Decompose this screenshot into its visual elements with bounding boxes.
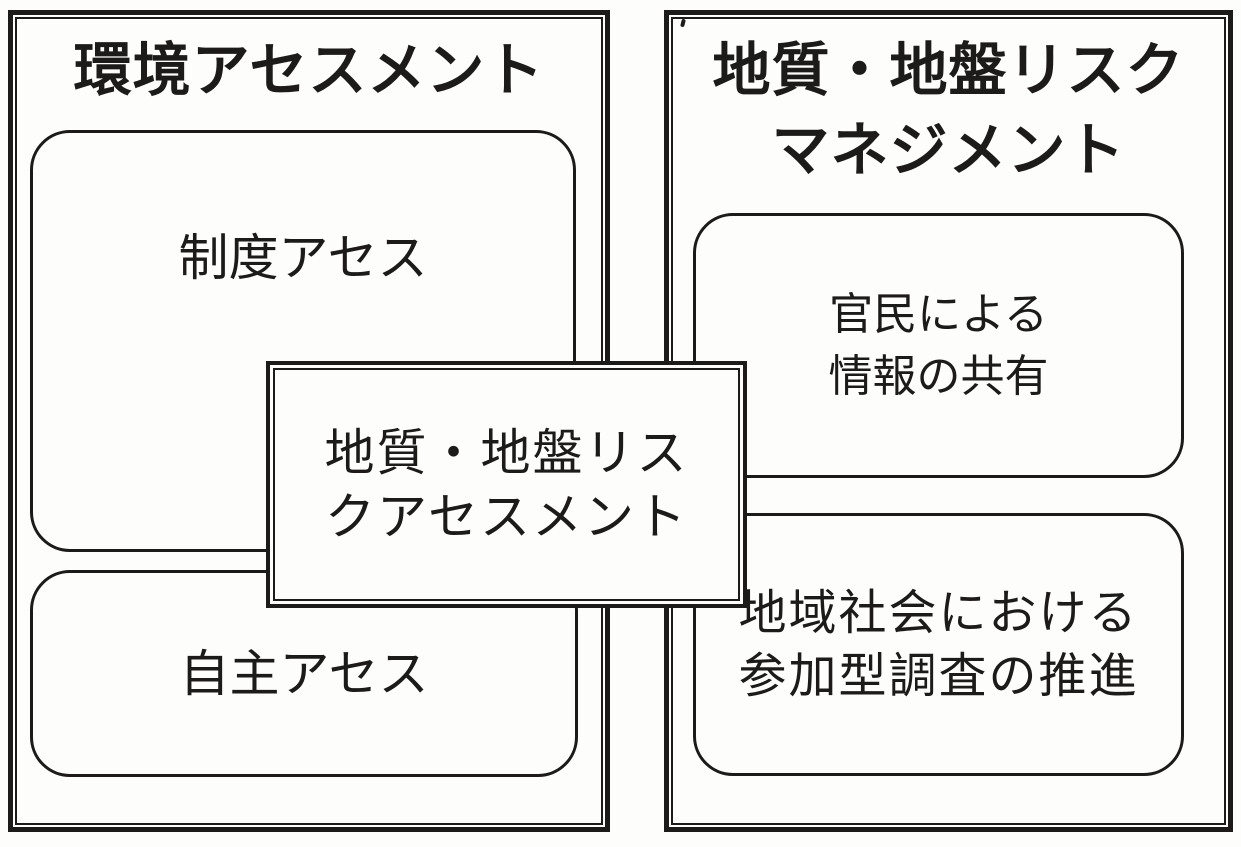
voluntary-assessment-box: 自主アセス <box>30 570 578 777</box>
geo-risk-management-title: 地質・地盤リスク マネジメント <box>669 31 1228 191</box>
info-sharing-box: 官民による 情報の共有 <box>693 213 1184 478</box>
participatory-survey-label-line2: 参加型調査の推進 <box>738 649 1139 703</box>
institutional-assessment-box: 制度アセス <box>30 130 576 552</box>
geo-risk-management-title-line1: 地質・地盤リスク <box>712 38 1185 103</box>
info-sharing-label-line2: 情報の共有 <box>828 351 1049 401</box>
geo-risk-assessment-label-line1: 地質・地盤リス <box>324 424 689 481</box>
environmental-assessment-title: 環境アセスメント <box>73 38 545 103</box>
geo-risk-management-panel: 地質・地盤リスク マネジメント <box>664 10 1233 832</box>
participatory-survey-label: 地域社会における 参加型調査の推進 <box>696 516 1181 773</box>
geo-risk-assessment-label-line2: クアセスメント <box>325 488 688 545</box>
info-sharing-label-line1: 官民による <box>829 289 1048 339</box>
geo-risk-management-title-line2: マネジメント <box>771 118 1126 183</box>
info-sharing-label: 官民による 情報の共有 <box>696 216 1181 475</box>
participatory-survey-box: 地域社会における 参加型調査の推進 <box>693 513 1184 776</box>
institutional-assessment-label: 制度アセス <box>178 230 428 286</box>
voluntary-assessment-label: 自主アセス <box>179 645 429 702</box>
geo-risk-assessment-box: 地質・地盤リス クアセスメント <box>266 361 747 608</box>
geo-risk-assessment-label: 地質・地盤リス クアセスメント <box>270 365 743 604</box>
participatory-survey-label-line1: 地域社会における <box>738 586 1139 640</box>
